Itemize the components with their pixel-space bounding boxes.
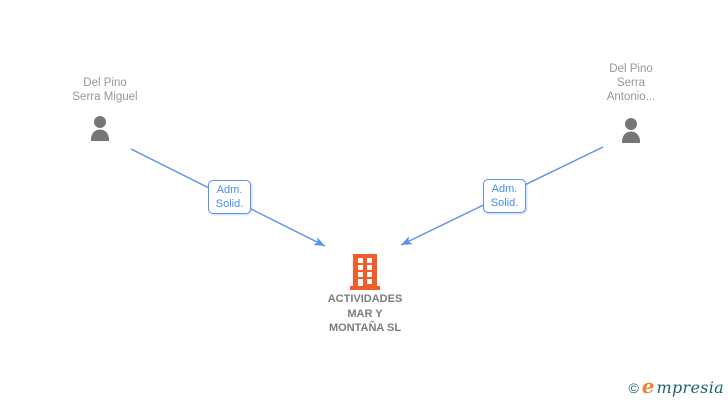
building-icon[interactable] [349, 254, 381, 291]
brand-name: mpresia [656, 378, 724, 397]
relation-label-left[interactable]: Adm. Solid. [208, 180, 251, 214]
person-node-right[interactable]: Del Pino Serra Antonio... [571, 62, 691, 104]
relation-label-right[interactable]: Adm. Solid. [483, 179, 526, 213]
person-node-left[interactable]: Del Pino Serra Miguel [45, 76, 165, 104]
company-name-line-2: MAR Y [347, 307, 383, 320]
person-icon[interactable] [86, 115, 114, 144]
brand-initial: e [641, 374, 655, 398]
person-right-name-line-2: Serra [616, 77, 646, 89]
relation-label-line-1: Adm. [491, 183, 518, 195]
person-left-name-line-1: Del Pino [83, 77, 127, 89]
person-icon[interactable] [617, 117, 645, 146]
company-name-line-1: ACTIVIDADES [327, 293, 403, 305]
empresia-logo[interactable]: © e mpresia [628, 374, 724, 398]
copyright-symbol: © [628, 380, 639, 396]
relation-label-line-2: Solid. [490, 197, 519, 209]
person-left-name-line-2: Serra Miguel [72, 91, 138, 103]
person-right-name-line-1: Del Pino [609, 63, 653, 75]
relation-label-line-2: Solid. [215, 198, 244, 210]
company-name-line-3: MONTAÑA SL [328, 322, 402, 334]
relation-label-line-1: Adm. [216, 184, 243, 196]
person-right-name-line-3: Antonio... [606, 91, 656, 103]
company-node[interactable]: ACTIVIDADES MAR Y MONTAÑA SL [305, 292, 425, 336]
